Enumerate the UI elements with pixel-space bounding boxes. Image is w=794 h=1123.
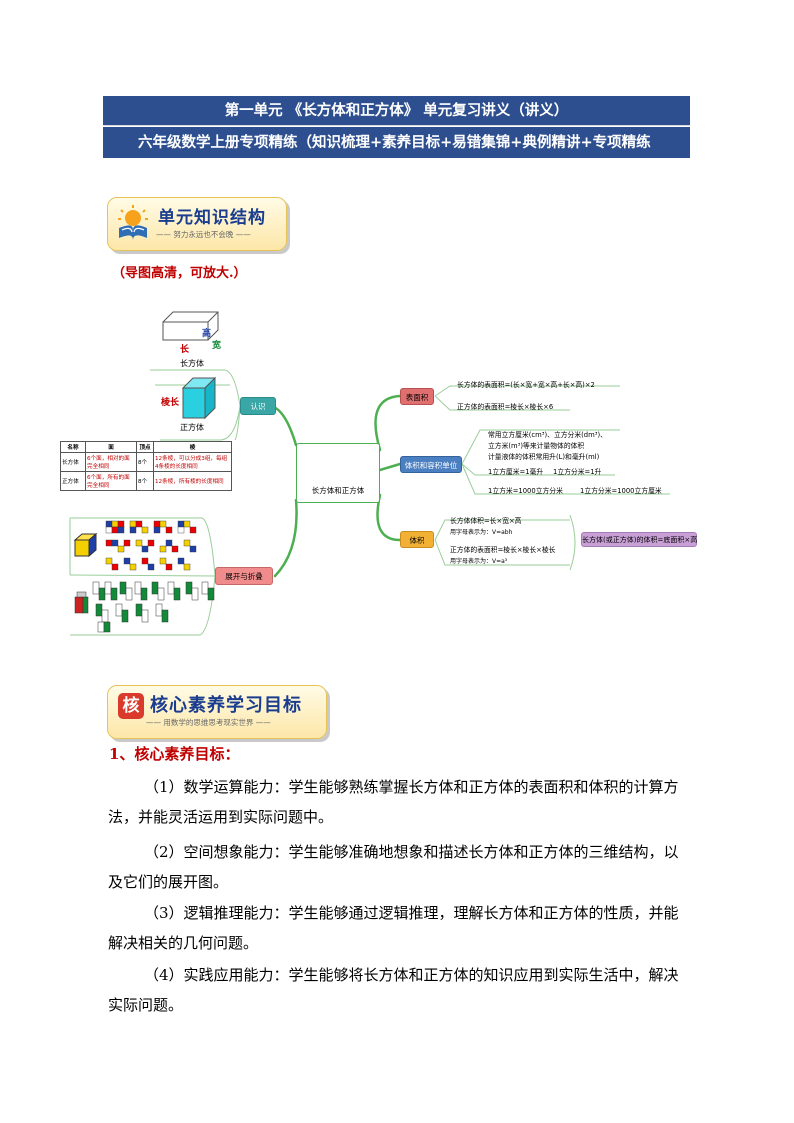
dim-length-label: 长	[180, 345, 190, 355]
table-header: 顶点	[136, 441, 154, 453]
table-cell: 12条棱，可以分成3组，每组4条棱的长度相同	[153, 452, 232, 472]
banner-subtitle: —— 努力永远也不会晚 ——	[156, 230, 251, 239]
node-volume-units: 体积和容积单位	[400, 456, 462, 473]
unit-item: 1立方米=1000立方分米	[488, 487, 563, 495]
goal-item: （3）逻辑推理能力：学生能够通过逻辑推理，理解长方体和正方体的性质，并能解决相关…	[108, 904, 679, 952]
goal-item: （1）数学运算能力：学生能够熟练掌握长方体和正方体的表面积和体积的计算方法，并能…	[108, 778, 679, 826]
dim-height-label: 高	[202, 329, 212, 339]
unit-item: 1立方厘米=1毫升	[488, 468, 544, 476]
surface-item: 长方体的表面积=(长×宽+宽×高+长×高)×2	[457, 381, 595, 389]
edge-length-label: 棱长	[161, 398, 180, 408]
table-cell: 8个	[136, 471, 154, 491]
node-center: 长方体和正方体	[296, 443, 380, 503]
unit-item: 计量液体的体积常用升(L)和毫升(ml)	[488, 453, 600, 461]
mind-map: 高 长 宽 长方体 棱长 正方体 名称 面 顶点 棱 长方体 6个面，相对的面完…	[60, 300, 700, 645]
net-drawings-bottom	[74, 581, 215, 633]
table-cell: 12条棱，所有棱的长度相同	[153, 471, 232, 491]
table-header: 面	[85, 441, 137, 453]
table-cell: 6个面，所有的面完全相同	[85, 471, 137, 491]
table-cell: 8个	[136, 452, 154, 472]
table-cell: 长方体	[60, 452, 86, 472]
center-label: 长方体和正方体	[311, 486, 365, 495]
zoom-note: （导图高清，可放大.）	[112, 266, 247, 281]
dim-width-label: 宽	[212, 341, 222, 351]
volume-item: 用字母表示为：V=abh	[450, 529, 513, 536]
volume-item: 正方体的表面积=棱长×棱长×棱长	[450, 546, 556, 554]
unit-item: 立方米(m³)等来计量物体的体积	[488, 442, 585, 450]
node-volume: 体积	[400, 531, 434, 548]
unit-item: 1立方分米=1000立方厘米	[580, 487, 662, 495]
cuboid-label: 长方体	[180, 359, 204, 368]
node-volume-summary: 长方体(或正方体)的体积=底面积×高	[581, 532, 697, 547]
table-row: 正方体 6个面，所有的面完全相同 8个 12条棱，所有棱的长度相同	[60, 471, 232, 491]
unit-item: 1立方分米=1升	[553, 468, 602, 476]
cuboid-drawing	[162, 311, 219, 341]
mind-map-connectors	[69, 311, 670, 636]
node-unfold-fold: 展开与折叠	[215, 567, 273, 585]
goal-item: （2）空间想象能力：学生能够准确地想象和描述长方体和正方体的三维结构，以及它们的…	[108, 843, 679, 891]
table-header: 棱	[153, 441, 232, 453]
header-title: 第一单元 《长方体和正方体》 单元复习讲义（讲义）	[103, 96, 690, 126]
net-drawings-top	[73, 520, 197, 571]
banner-title: 核心素养学习目标	[150, 695, 302, 716]
cube-label: 正方体	[180, 423, 204, 432]
volume-item: 用字母表示为：V=a³	[450, 558, 508, 565]
table-header: 名称	[60, 441, 86, 453]
surface-item: 正方体的表面积=棱长×棱长×6	[457, 403, 554, 411]
header-subtitle: 六年级数学上册专项精练（知识梳理+素养目标+易错集锦+典例精讲+专项精练	[103, 127, 690, 158]
properties-table: 名称 面 顶点 棱 长方体 6个面，相对的面完全相同 8个 12条棱，可以分成3…	[60, 441, 232, 491]
banner-title: 单元知识结构	[158, 208, 266, 228]
section-banner-goals: 核 核心素养学习目标 —— 用数学的思维思考现实世界 ——	[107, 685, 327, 739]
core-badge-icon: 核	[118, 693, 144, 719]
cube-drawing	[181, 376, 217, 420]
goals-heading: 1、核心素养目标：	[109, 745, 240, 763]
volume-item: 长方体体积=长×宽×高	[450, 517, 522, 525]
table-cell: 正方体	[60, 471, 86, 491]
node-recognition: 认识	[240, 397, 276, 415]
goal-item: （4）实践应用能力：学生能够将长方体和正方体的知识应用到实际生活中，解决实际问题…	[108, 966, 679, 1014]
table-cell: 6个面，相对的面完全相同	[85, 452, 137, 472]
banner-subtitle: —— 用数学的思维思考现实世界 ——	[146, 718, 271, 727]
node-surface-area: 表面积	[400, 388, 434, 405]
unit-item: 常用立方厘米(cm³)、立方分米(dm³)、	[488, 431, 607, 439]
book-sun-icon	[118, 205, 148, 240]
section-banner-structure: 单元知识结构 —— 努力永远也不会晚 ——	[107, 197, 287, 251]
table-row: 长方体 6个面，相对的面完全相同 8个 12条棱，可以分成3组，每组4条棱的长度…	[60, 452, 232, 472]
